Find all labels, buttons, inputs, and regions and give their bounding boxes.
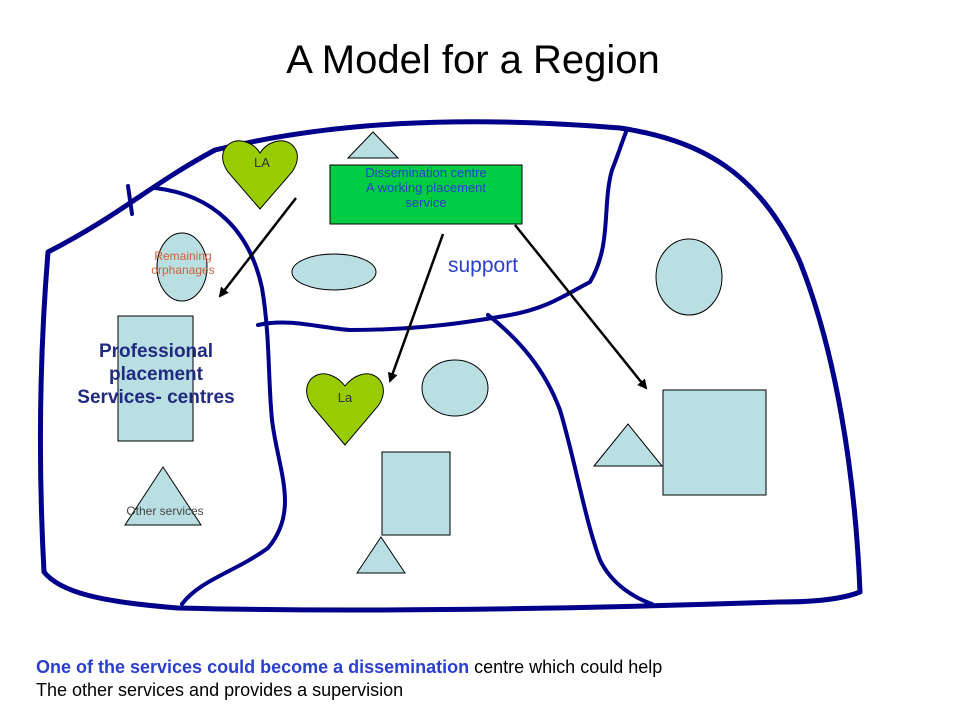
middle-ellipse: [291, 253, 377, 291]
arrow-to-right-services: [514, 224, 648, 390]
la-label-top: LA: [254, 155, 270, 170]
other-services-triangle: [124, 466, 202, 526]
divider-middle: [486, 313, 654, 606]
divider-short: [126, 184, 134, 216]
dissemination-centre-box: [329, 164, 523, 225]
divider-top-arc: [256, 130, 628, 333]
professional-centre-rect: [117, 315, 194, 442]
small-ellipse: [421, 359, 489, 417]
middle-triangle: [356, 536, 406, 574]
dissemination-centre-label: Dissemination centre A working placement…: [330, 165, 522, 211]
professional-placement-label: Professional placement Services- centres: [44, 341, 268, 409]
caption-line-1: One of the services could become a disse…: [36, 656, 946, 679]
orphanages-line-2: orphanages: [151, 262, 215, 277]
other-services-label: Other services: [126, 504, 204, 518]
professional-line-3: Services- centres: [77, 386, 235, 408]
support-label: support: [448, 254, 519, 277]
professional-line-2: placement: [109, 363, 203, 385]
dissemination-line-3: service: [405, 194, 447, 210]
caption: One of the services could become a disse…: [36, 656, 946, 703]
right-triangle: [592, 423, 664, 467]
la-heart-bottom: [306, 373, 384, 446]
middle-rect: [381, 451, 451, 536]
dissemination-line-1: Dissemination centre: [365, 165, 487, 180]
arrow-to-la: [388, 233, 445, 383]
caption-line-1-rest: centre which could help: [469, 657, 663, 677]
la-heart-top: [222, 140, 298, 210]
region-outline: [38, 119, 863, 613]
remaining-orphanages-label: Remaining orphanages: [128, 249, 238, 278]
right-rect: [662, 389, 767, 496]
la-label-bottom: La: [337, 390, 353, 405]
professional-line-1: Professional: [98, 341, 214, 362]
top-triangle: [346, 131, 400, 159]
arrow-to-professional: [218, 197, 297, 298]
page-title: A Model for a Region: [286, 38, 660, 82]
orphanage-ellipse: [156, 232, 208, 302]
divider-left: [153, 186, 287, 606]
caption-highlight: One of the services could become a disse…: [36, 657, 470, 677]
right-ellipse: [655, 238, 723, 316]
dissemination-line-2: A working placement: [366, 179, 486, 195]
orphanages-line-1: Remaining: [154, 249, 212, 263]
caption-line-2: The other services and provides a superv…: [36, 680, 404, 701]
